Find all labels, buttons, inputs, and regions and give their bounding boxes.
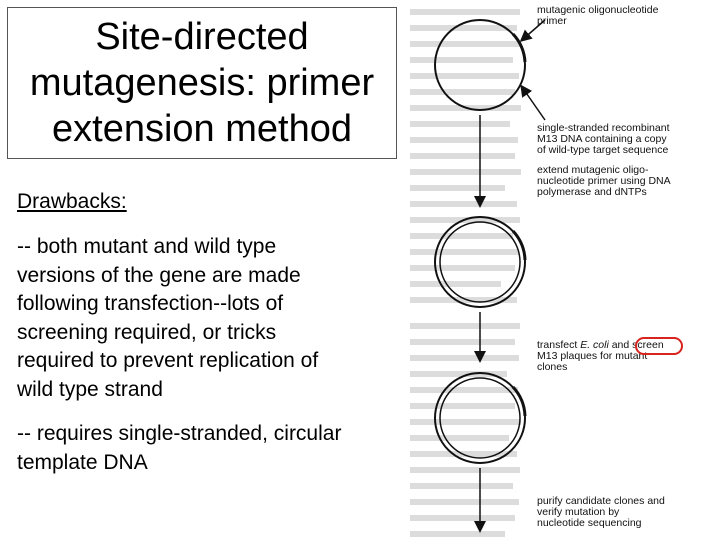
bullet-1-line: versions of the gene are made: [17, 263, 301, 287]
title-box: Site-directed mutagenesis: primer extens…: [7, 7, 397, 159]
drawbacks-heading: Drawbacks:: [17, 190, 127, 213]
bullet-2-line: -- requires single-stranded, circular: [17, 422, 342, 445]
mutant-clone-circle-inner: [439, 377, 521, 459]
bullet-1-line: following transfection--lots of: [17, 292, 284, 315]
bullet-1-line: -- both mutant and wild type: [17, 235, 277, 258]
caption-recombinant: single-stranded recombinant M13 DNA cont…: [537, 122, 670, 156]
bullet-1-line: wild type strand: [17, 377, 163, 401]
bullet-2-line: template DNA: [17, 450, 148, 474]
bullet-1: -- both mutant and wild type versions of…: [17, 233, 318, 404]
mutant-clone-circle: [434, 372, 526, 464]
bullet-1-line: screening required, or tricks: [17, 320, 277, 344]
extended-circle-inner: [439, 221, 521, 303]
caption-extend: extend mutagenic oligo- nucleotide prime…: [537, 164, 671, 198]
title-line-1: Site-directed: [95, 16, 309, 58]
bullet-2: -- requires single-stranded, circular te…: [17, 420, 341, 477]
extended-primer-mark: [511, 229, 527, 261]
caption-transfect-line-1: transfect E. coli and screen: [537, 339, 664, 351]
primer-arc: [511, 32, 527, 63]
title-line-3: extension method: [52, 108, 352, 150]
primer-pointer-arrow: [519, 19, 546, 42]
bullet-1-line: required to prevent replication of: [17, 349, 319, 372]
template-circle-1: [434, 19, 526, 111]
extended-circle-outer: [434, 216, 526, 308]
caption-purify: purify candidate clones and verify mutat…: [537, 495, 665, 529]
caption-primer: mutagenic oligonucleotide primer: [537, 4, 659, 27]
strand-pointer-arrow: [520, 84, 546, 121]
primer-extension-diagram: [434, 19, 546, 533]
screen-highlight-oval: [635, 337, 683, 355]
mutation-mark: [511, 385, 527, 417]
caption-transfect: transfect E. coli and screen M13 plaques…: [537, 339, 664, 373]
title-line-2: mutagenesis: primer: [29, 62, 375, 104]
